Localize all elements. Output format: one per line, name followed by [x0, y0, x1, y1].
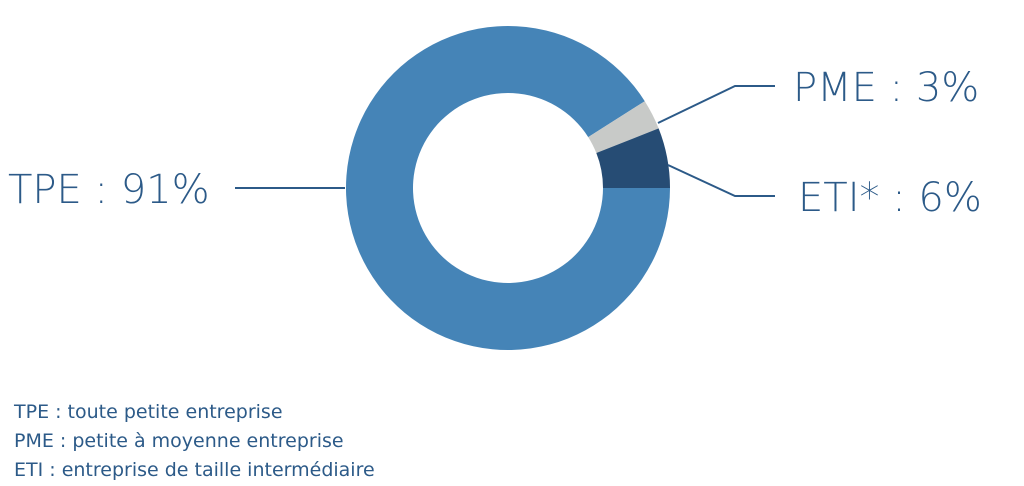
legend-pme: PME : petite à moyenne entreprise: [14, 430, 344, 452]
slice-pme: [588, 101, 659, 154]
legend: TPE : toute petite entreprise PME : peti…: [14, 398, 375, 485]
label-tpe: TPE : 91%: [8, 167, 210, 213]
leader-line-pme: [657, 85, 775, 124]
slice-tpe: [345, 25, 670, 350]
label-eti: ETI* : 6%: [798, 175, 982, 221]
label-pme: PME : 3%: [793, 65, 979, 111]
leader-line-eti: [667, 164, 775, 197]
legend-eti: ETI : entreprise de taille intermédiaire: [14, 459, 375, 481]
slice-eti: [596, 128, 670, 188]
legend-tpe: TPE : toute petite entreprise: [14, 401, 283, 423]
